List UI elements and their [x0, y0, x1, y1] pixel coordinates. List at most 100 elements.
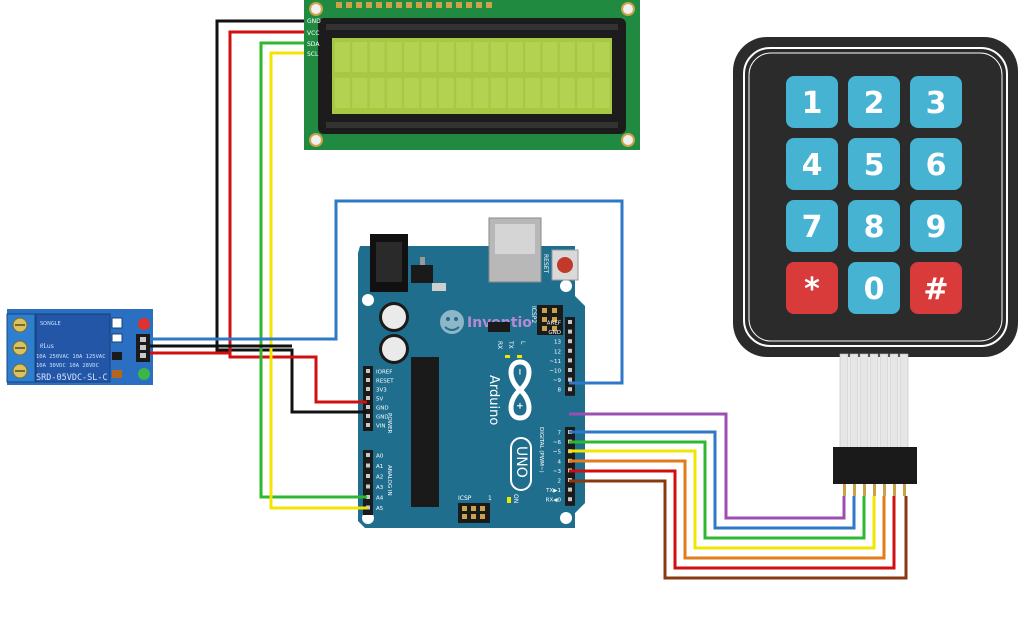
lcd-char-cell [386, 78, 402, 108]
ribbon-strand [889, 353, 899, 449]
digital-header-high-pin[interactable] [568, 368, 572, 372]
digital-header-low-label: ~5 [553, 450, 562, 456]
keypad-key[interactable]: 0 [848, 262, 900, 314]
digital-header-high-pin[interactable] [568, 387, 572, 392]
power-header-pin[interactable] [366, 423, 370, 427]
keypad-key-face[interactable] [786, 138, 838, 190]
keypad-key-label: 4 [802, 148, 823, 183]
lcd-mount-hole [621, 133, 635, 147]
digital-header-high-pin[interactable] [568, 348, 572, 353]
keypad-key[interactable]: 6 [910, 138, 962, 190]
lcd-char-cell [369, 42, 385, 72]
ribbon-strand [899, 353, 909, 449]
keypad-key[interactable]: 2 [848, 76, 900, 128]
digital-header-low-label: ~3 [553, 469, 562, 475]
digital-header-high-pin[interactable] [568, 320, 572, 324]
keypad-key-face[interactable] [786, 262, 838, 314]
lcd-mount-hole [309, 133, 323, 147]
keypad-key-face[interactable] [848, 262, 900, 314]
keypad-key-label: 3 [926, 86, 947, 121]
icsp2-header: ICSP2 [530, 305, 563, 335]
power-header-pin[interactable] [366, 405, 370, 409]
digital-header-high-pin[interactable] [568, 377, 572, 382]
analog-header-pin[interactable] [366, 453, 370, 457]
lcd-header-pin [406, 2, 412, 8]
keypad-key-face[interactable] [786, 200, 838, 252]
keypad-key-label: * [804, 272, 820, 307]
voltage-regulator [411, 265, 433, 283]
wire-lcd-sda [259, 41, 367, 499]
keypad-key-face[interactable] [910, 200, 962, 252]
lcd-pin-label-vcc: VCC [307, 30, 319, 37]
keypad-key[interactable]: 4 [786, 138, 838, 190]
relay-smd [111, 333, 123, 343]
power-header-label: 5V [376, 397, 383, 403]
keypad-key-face[interactable] [848, 200, 900, 252]
wire-keypad-6 [569, 440, 866, 540]
lcd-header-pin [466, 2, 472, 8]
lcd-char-cell [404, 42, 420, 72]
lcd-header-pin [446, 2, 452, 8]
keypad-key[interactable]: 5 [848, 138, 900, 190]
analog-header-pin[interactable] [366, 474, 370, 478]
keypad-key-label: 2 [864, 86, 885, 121]
keypad-key-face[interactable] [848, 76, 900, 128]
lcd-i2c-pins: GND VCC SDA SCL [307, 18, 321, 58]
atmega-chip [411, 357, 439, 507]
keypad-key[interactable]: * [786, 262, 838, 314]
keypad-key-face[interactable] [910, 262, 962, 314]
power-header-pin[interactable] [366, 387, 370, 391]
keypad-key[interactable]: 9 [910, 200, 962, 252]
digital-header-high-pin[interactable] [568, 358, 572, 363]
lcd-top-header [336, 2, 492, 8]
wire-lcd-scl [269, 51, 367, 510]
lcd-char-cell [525, 42, 541, 72]
digital-header-low [565, 427, 575, 506]
relay-transistor [112, 352, 122, 360]
keypad-key[interactable]: 8 [848, 200, 900, 252]
keypad-pin [853, 484, 856, 496]
keypad-key-face[interactable] [786, 76, 838, 128]
keypad-key[interactable]: 1 [786, 76, 838, 128]
analog-header-pin[interactable] [366, 463, 370, 468]
lcd-char-cell [352, 78, 368, 108]
icsp2-label: ICSP2 [530, 306, 537, 323]
icsp2-pin [552, 317, 557, 322]
power-header-pin[interactable] [366, 378, 370, 382]
lcd-char-cell [335, 42, 350, 72]
wire-keypad-8 [569, 412, 846, 520]
reset-button-cap[interactable] [557, 257, 573, 273]
power-header-pin[interactable] [366, 369, 370, 373]
keypad-key[interactable]: 7 [786, 200, 838, 252]
digital-header-low-label: TX▶1 [545, 488, 561, 494]
keypad-key[interactable]: 3 [910, 76, 962, 128]
icsp-pin [462, 514, 467, 519]
ribbon-strand [879, 353, 889, 449]
lcd-bezel-trim [326, 24, 618, 30]
lcd-char-cell [473, 42, 489, 72]
reset-label: RESET [542, 254, 549, 274]
svg-text:−: − [514, 368, 524, 376]
keypad-key-face[interactable] [848, 138, 900, 190]
keypad-key-face[interactable] [910, 76, 962, 128]
wire-keypad-7 [569, 430, 856, 530]
digital-header-low-pin[interactable] [568, 487, 572, 492]
analog-header-pin[interactable] [366, 505, 370, 510]
keypad-key-face[interactable] [910, 138, 962, 190]
analog-header-pin[interactable] [366, 495, 370, 499]
keypad-key[interactable]: # [910, 262, 962, 314]
relay-smd [111, 317, 123, 329]
lcd-header-pin [376, 2, 382, 8]
digital-header-high-pin[interactable] [568, 329, 572, 334]
digital-header-low-pin[interactable] [568, 497, 572, 502]
analog-header-pin[interactable] [366, 484, 370, 489]
lcd-header-pin [346, 2, 352, 8]
power-header-label: GND [376, 406, 389, 412]
digital-header-high-pin[interactable] [568, 339, 572, 344]
power-header-pin[interactable] [366, 414, 370, 418]
power-header-pin[interactable] [366, 396, 370, 400]
keypad-pin [863, 484, 866, 496]
analog-header-label: A5 [376, 506, 384, 512]
digital-header-low-label: 2 [558, 479, 562, 485]
